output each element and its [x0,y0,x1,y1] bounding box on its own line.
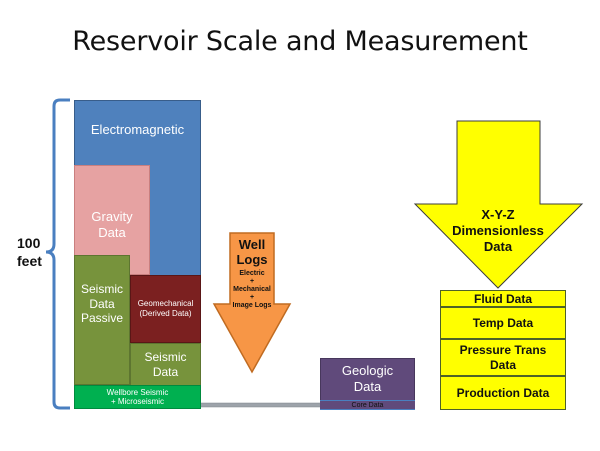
fluid-data-box: Fluid Data [440,290,566,307]
slide-title: Reservoir Scale and Measurement [72,26,528,57]
gravity-data-label-2: Data [98,225,126,240]
temp-data-box: Temp Data [440,307,566,339]
well-logs-label: Well Logs Electric + Mechanical + Image … [232,237,272,310]
geomechanical-box: Geomechanical (Derived Data) [130,275,201,343]
scale-label: 100 feet [17,235,42,269]
baseline-connector [199,402,325,408]
well-logs-arrow [212,232,292,374]
scale-brace [45,98,70,410]
core-data-label: Core Data [351,401,384,409]
wellbore-seismic-box: Wellbore Seismic + Microseismic [74,385,201,409]
pressure-trans-box: Pressure Trans Data [440,339,566,376]
xyz-arrow [413,120,584,289]
seismic-data-box: Seismic Data [130,343,201,386]
xyz-label: X-Y-Z Dimensionless Data [452,207,544,254]
gravity-data-label: Gravity [91,209,133,225]
electromagnetic-label: Electromagnetic [90,122,185,137]
seismic-passive-box: Seismic Data Passive [74,255,130,385]
production-data-box: Production Data [440,376,566,410]
core-data-box: Core Data [320,400,415,410]
